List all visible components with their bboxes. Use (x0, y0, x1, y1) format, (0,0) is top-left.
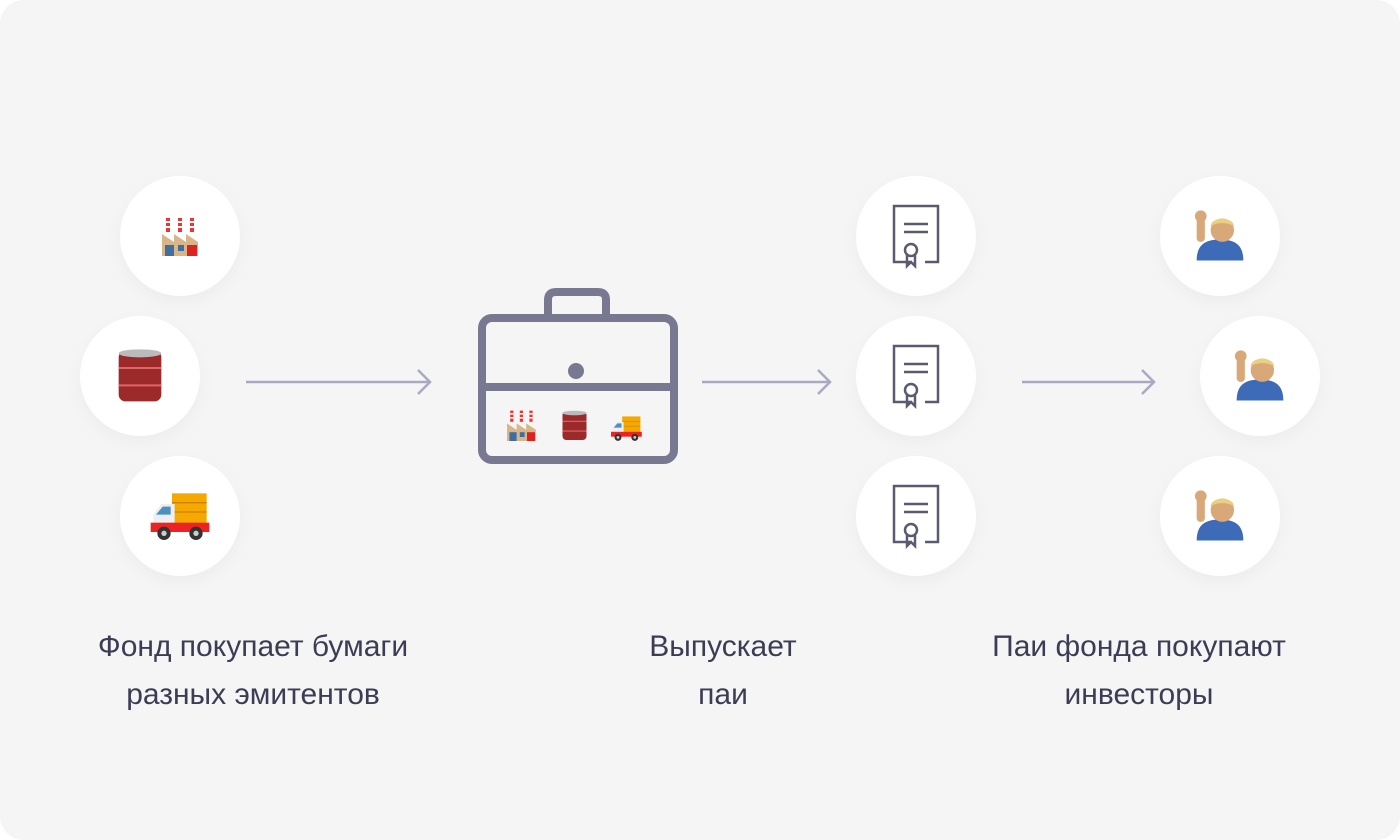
arrow-right-icon (702, 369, 832, 395)
arrow-right-icon (1022, 369, 1156, 395)
caption-shares: Выпускает паи (503, 623, 943, 719)
share-circle (856, 176, 976, 296)
investor-circle (1160, 456, 1280, 576)
caption-issuers: Фонд покупает бумаги разных эмитентов (33, 623, 473, 719)
factory-icon (162, 218, 198, 256)
issuer-circle-factory (120, 176, 240, 296)
share-circle (856, 316, 976, 436)
caption-line: паи (698, 678, 748, 711)
factory-icon (507, 410, 536, 441)
person-raising-hand-icon (1194, 490, 1244, 541)
delivery-truck-icon (150, 492, 210, 541)
issuer-circle-truck (120, 456, 240, 576)
caption-line: инвесторы (1064, 678, 1214, 711)
share-circle (856, 456, 976, 576)
caption-investors: Паи фонда покупают инвесторы (919, 623, 1359, 719)
certificate-icon (892, 204, 940, 268)
caption-line: Паи фонда покупают (992, 630, 1286, 663)
arrow-right-icon (246, 369, 432, 395)
investor-circle (1200, 316, 1320, 436)
briefcase-icon (478, 288, 678, 464)
oil-drum-icon (561, 410, 588, 441)
person-raising-hand-icon (1234, 350, 1284, 401)
caption-line: Фонд покупает бумаги (97, 630, 409, 663)
caption-line: разных эмитентов (126, 678, 380, 711)
oil-drum-icon (117, 348, 163, 403)
caption-line: Выпускает (649, 630, 797, 663)
certificate-icon (892, 344, 940, 408)
delivery-truck-icon (610, 416, 643, 442)
person-raising-hand-icon (1194, 210, 1244, 261)
issuer-circle-oil (80, 316, 200, 436)
investor-circle (1160, 176, 1280, 296)
certificate-icon (892, 484, 940, 548)
